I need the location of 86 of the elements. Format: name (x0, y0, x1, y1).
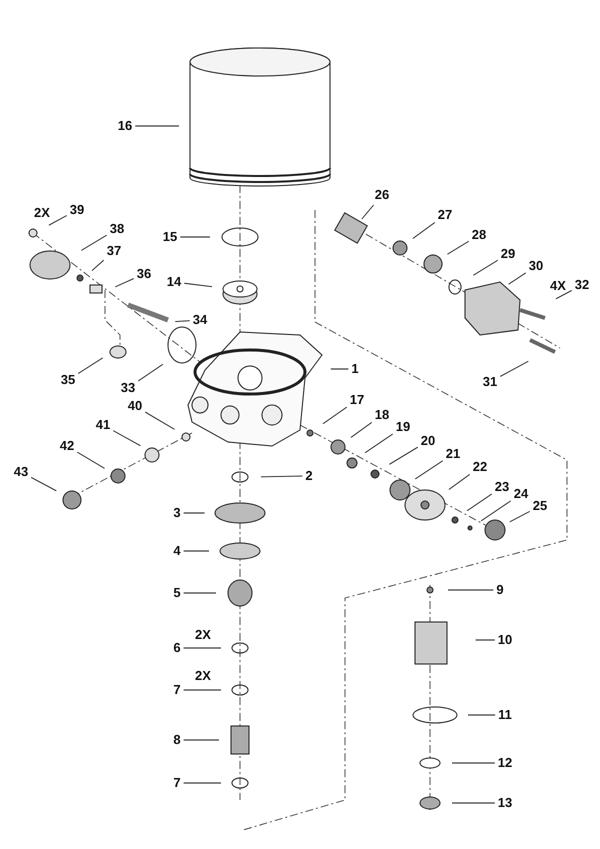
callout-number: 15 (162, 230, 178, 244)
callout-number: 21 (446, 447, 460, 461)
leader-line (183, 512, 205, 514)
callout-number: 28 (472, 228, 486, 242)
callout-number: 29 (500, 247, 516, 261)
callout-number: 30 (528, 259, 544, 273)
leader-line (509, 510, 530, 522)
callout-number: 33 (120, 381, 136, 395)
leader-line (472, 260, 498, 276)
callout-number: 9 (496, 583, 504, 597)
leader-line (183, 782, 222, 784)
callout-number: 27 (438, 208, 452, 222)
leader-line (48, 215, 68, 226)
leader-line (500, 360, 529, 377)
leader-line (448, 474, 470, 490)
callout-number: 38 (110, 222, 124, 236)
leader-line (80, 234, 108, 251)
callout-number: 20 (420, 434, 436, 448)
leader-line (452, 802, 496, 804)
callout-number: 8 (173, 733, 181, 747)
callout-number: 26 (374, 188, 390, 202)
callout-number: 7 (173, 776, 181, 790)
leader-line (330, 368, 349, 370)
leader-line (361, 204, 374, 220)
leader-line (138, 364, 164, 382)
leader-line (508, 272, 526, 285)
leader-line (78, 357, 104, 374)
callout-number: 39 (70, 203, 84, 217)
leader-line (414, 460, 444, 480)
leader-line (388, 446, 418, 465)
callout-number: 40 (128, 399, 142, 413)
leader-line (480, 500, 512, 522)
callout-number: 25 (532, 499, 548, 513)
callout-number: 35 (60, 373, 76, 387)
leader-line (174, 320, 190, 322)
callout-number: 6 (173, 641, 181, 655)
leader-line (466, 494, 492, 512)
leader-line (555, 290, 572, 300)
callout-number: 14 (166, 275, 182, 289)
leader-line (112, 430, 141, 446)
leader-line (180, 236, 210, 238)
leader-line (76, 452, 105, 469)
leader-line (412, 222, 436, 239)
callout-number: 23 (494, 480, 510, 494)
callout-number: 36 (136, 267, 152, 281)
callout-number: 31 (482, 375, 498, 389)
callout-number: 32 (574, 278, 590, 292)
leader-line (350, 422, 372, 438)
callout-number: 43 (14, 465, 28, 479)
callout-number: 13 (498, 796, 512, 810)
callout-number: 10 (498, 633, 512, 647)
callout-number: 34 (192, 313, 208, 327)
callout-number: 5 (173, 586, 181, 600)
callout-number: 42 (60, 439, 74, 453)
callout-number: 12 (498, 756, 512, 770)
leader-line (30, 477, 57, 492)
callout-number: 4 (173, 544, 181, 558)
leader-line (260, 476, 303, 478)
callout-number: 2 (305, 469, 313, 483)
quantity-label: 4X (550, 279, 566, 293)
callout-number: 17 (350, 393, 364, 407)
callout-number: 41 (96, 418, 110, 432)
leader-line (468, 714, 496, 716)
callout-number: 37 (106, 244, 122, 258)
callout-number: 11 (498, 708, 512, 722)
leader-line (183, 550, 210, 552)
leader-line (144, 412, 175, 430)
callout-number: 18 (374, 408, 390, 422)
leader-line (91, 260, 104, 272)
leader-line (114, 278, 134, 288)
leader-line (446, 240, 470, 255)
quantity-label: 2X (195, 628, 211, 642)
leader-line (322, 406, 348, 424)
callout-number: 24 (514, 487, 528, 501)
callout-number: 22 (472, 460, 488, 474)
callout-number: 1 (351, 362, 359, 376)
callout-number: 16 (118, 119, 132, 133)
callout-number: 3 (173, 506, 181, 520)
quantity-label: 2X (195, 669, 211, 683)
quantity-label: 2X (34, 206, 50, 220)
leader-line (184, 282, 213, 288)
callout-number: 7 (173, 683, 181, 697)
leader-line (183, 592, 216, 594)
callout-number: 19 (396, 420, 410, 434)
leader-line (364, 434, 394, 454)
leader-line (452, 762, 496, 764)
